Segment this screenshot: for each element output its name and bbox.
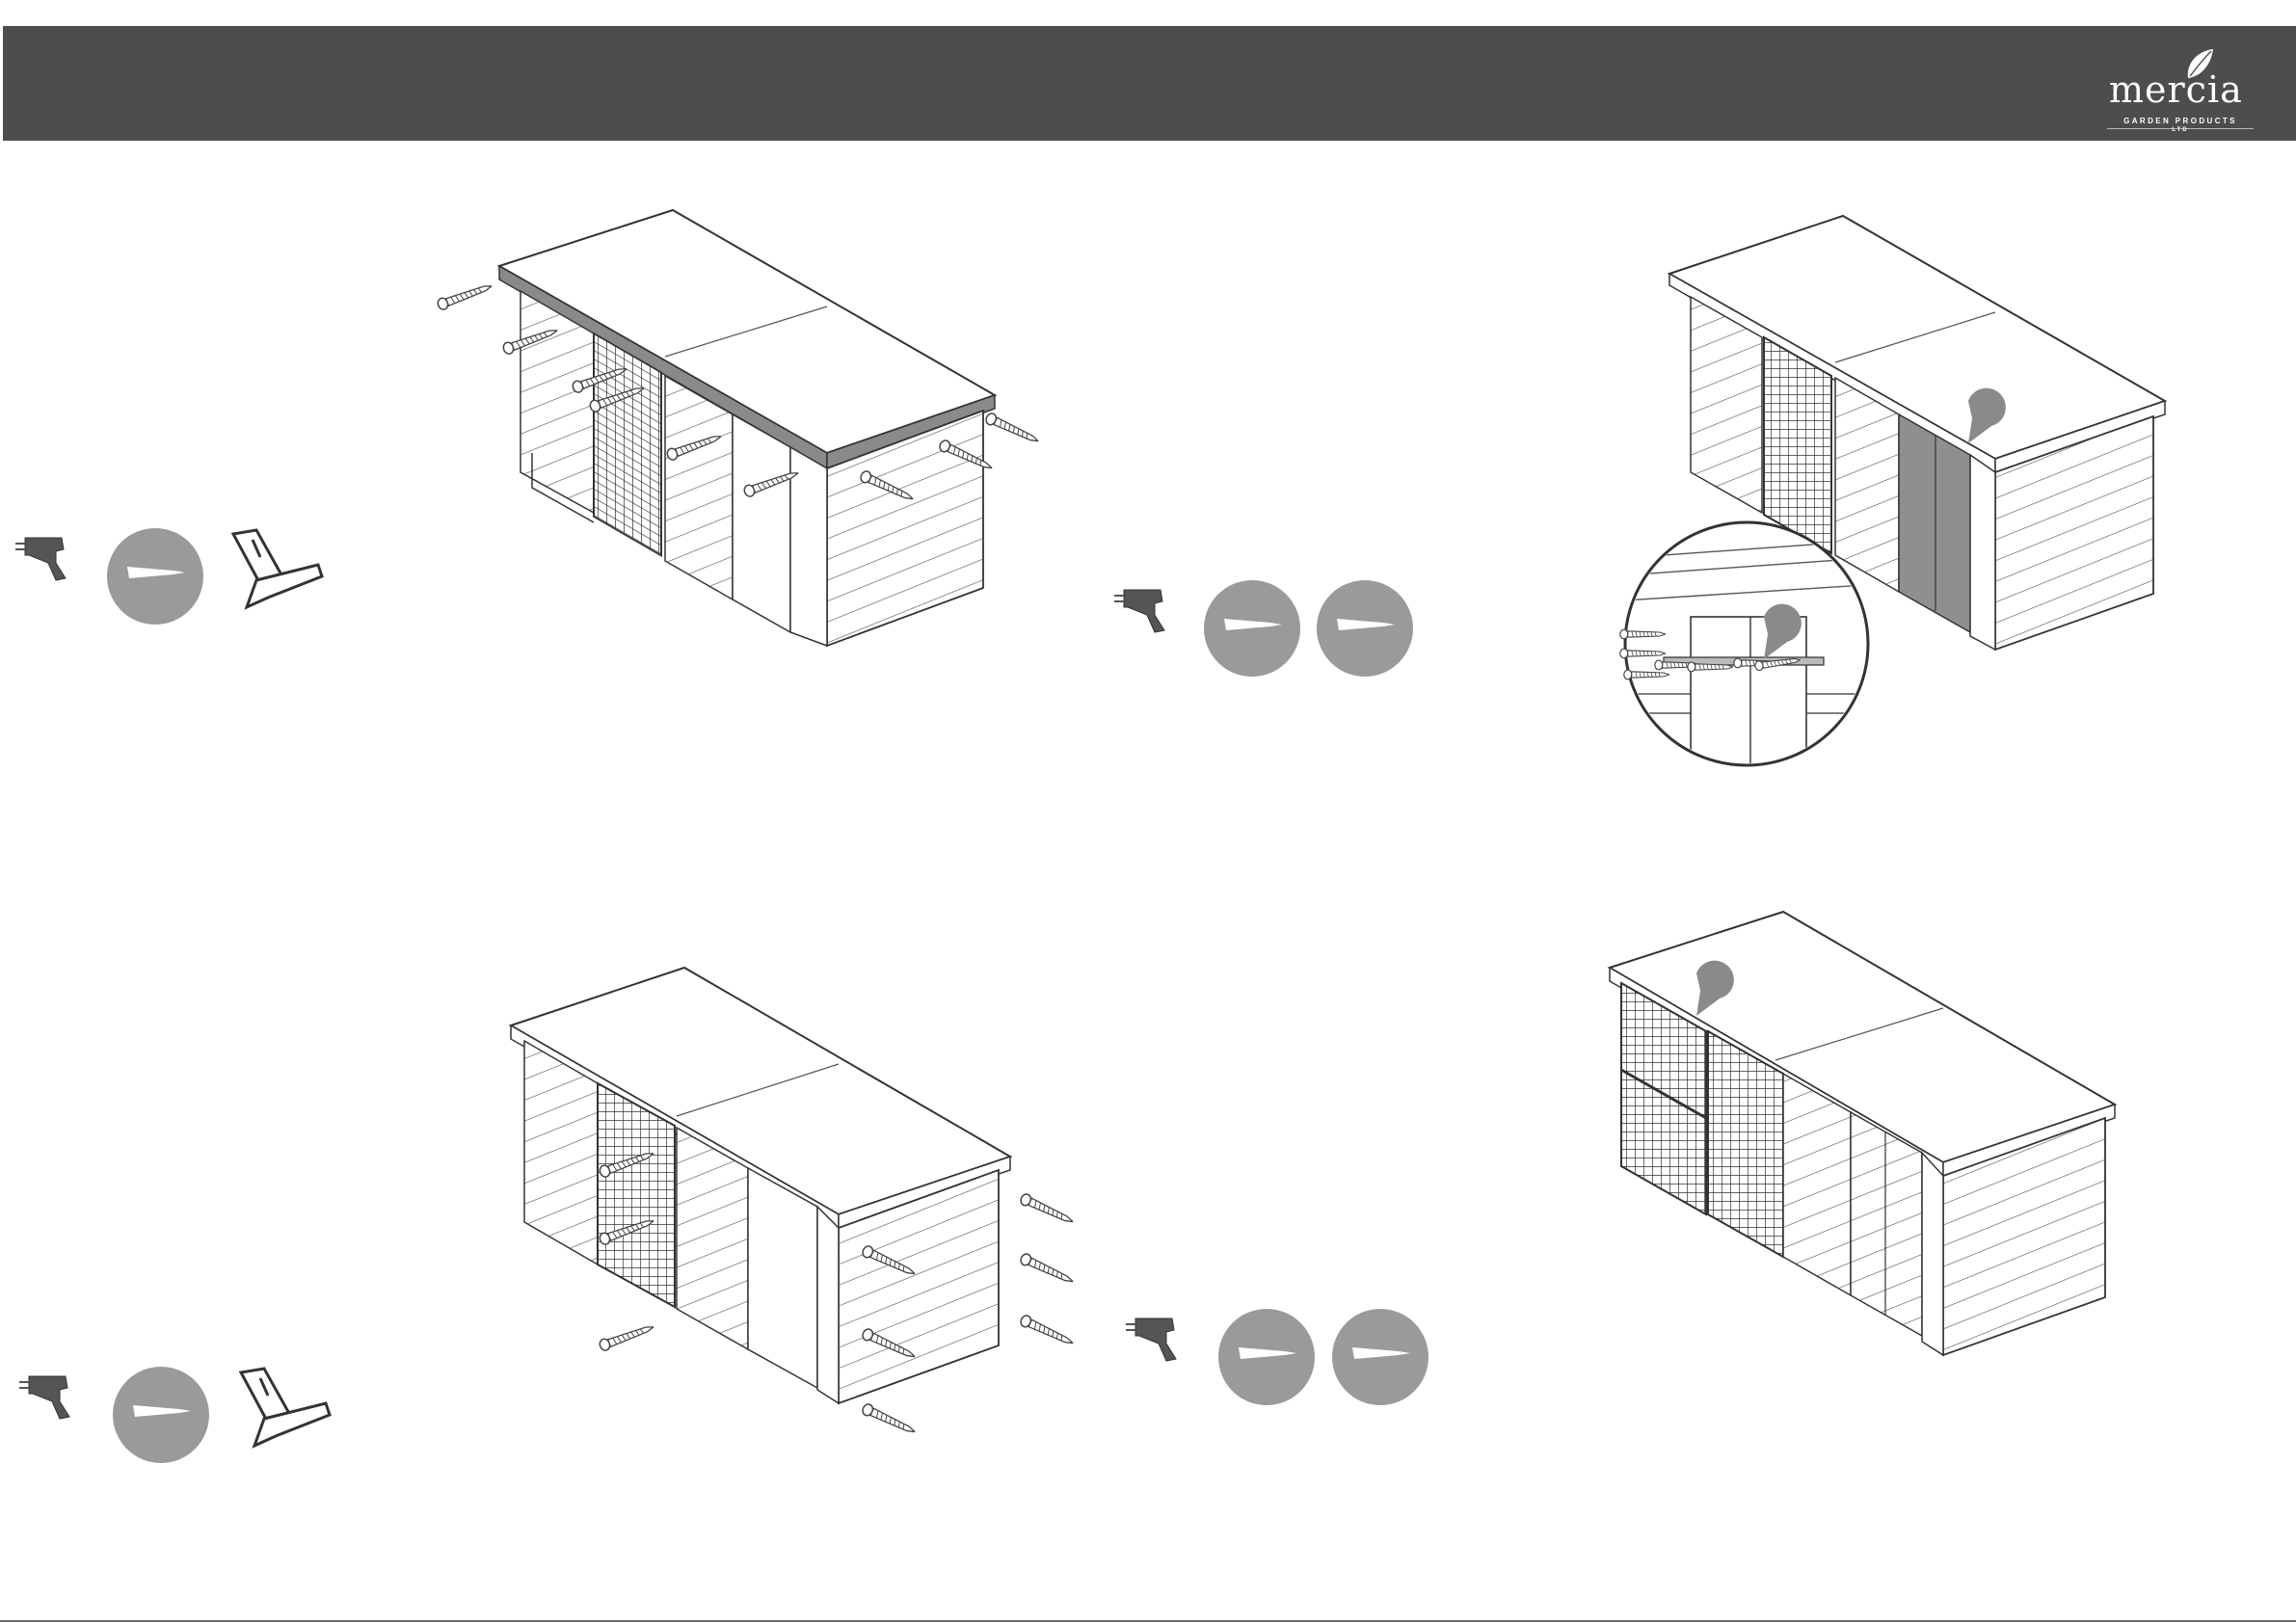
screw-icon bbox=[107, 528, 203, 625]
screw-icon bbox=[113, 1367, 209, 1463]
footer-rule bbox=[0, 1620, 2296, 1622]
step1-tools bbox=[13, 520, 332, 626]
saw-icon bbox=[241, 1369, 330, 1446]
drill-icon bbox=[1126, 1318, 1176, 1361]
screw-icon bbox=[1218, 1309, 1315, 1405]
step2-tools bbox=[1112, 572, 1421, 684]
drill-icon bbox=[1114, 590, 1164, 632]
company-logo: mercia GARDEN PRODUCTS LTD bbox=[2103, 47, 2257, 126]
step3-tools bbox=[17, 1359, 335, 1471]
logo-brand: mercia bbox=[2109, 68, 2243, 111]
screw-icon bbox=[1332, 1309, 1428, 1405]
step2-illustration bbox=[1571, 212, 2188, 800]
drill-icon bbox=[15, 538, 66, 580]
drill-icon bbox=[19, 1376, 69, 1419]
step3-extra-tools bbox=[1124, 1301, 1432, 1413]
screw-icon bbox=[1204, 580, 1300, 677]
header-bar: mercia GARDEN PRODUCTS LTD bbox=[3, 26, 2296, 141]
step3-illustration bbox=[501, 964, 1080, 1465]
saw-icon bbox=[233, 530, 322, 607]
logo-suffix: LTD bbox=[2107, 127, 2254, 133]
step4-illustration bbox=[1600, 906, 2140, 1369]
step1-illustration bbox=[424, 202, 1060, 655]
logo-tagline: GARDEN PRODUCTS bbox=[2107, 117, 2254, 125]
screw-icon bbox=[1317, 580, 1413, 677]
